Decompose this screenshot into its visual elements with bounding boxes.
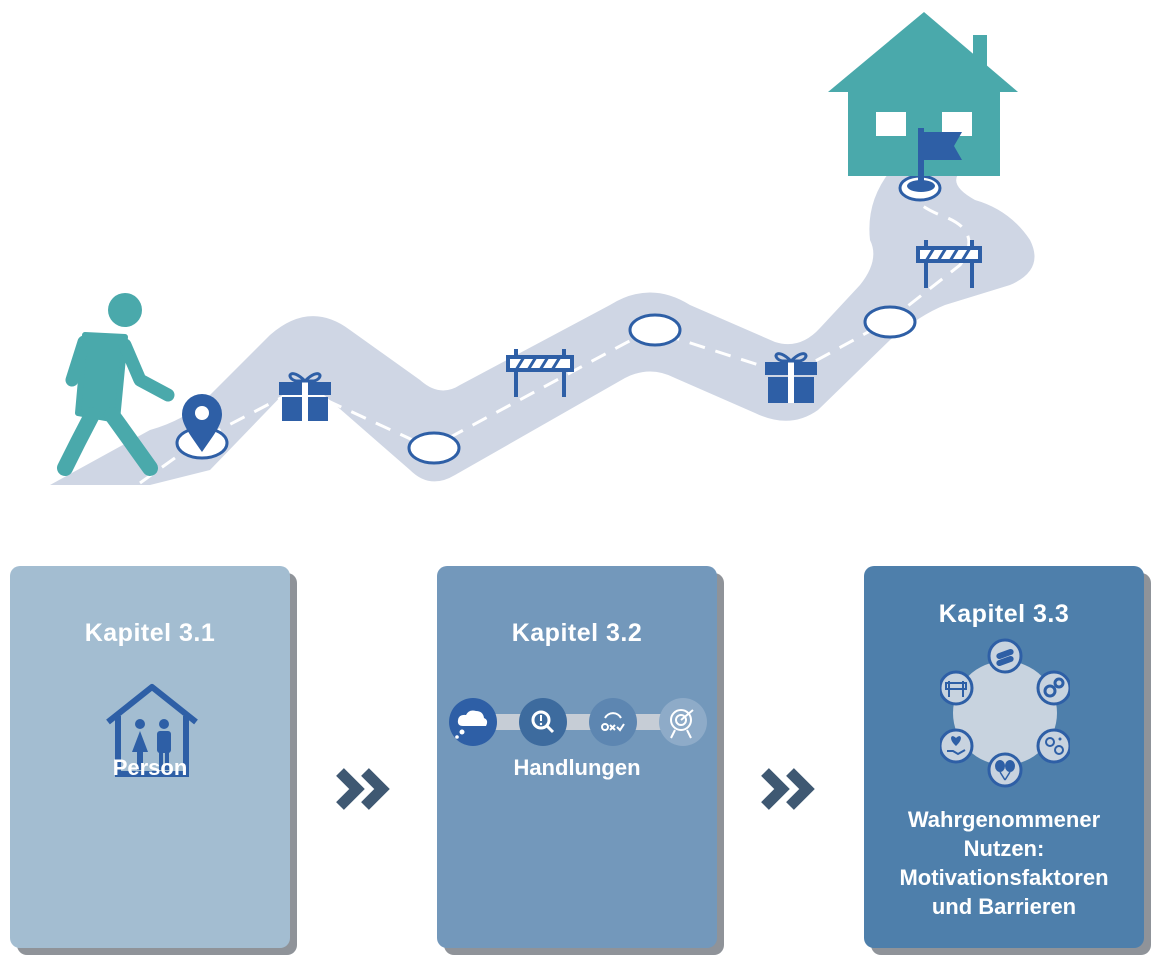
walking-person-icon [57,293,175,476]
card-title: Kapitel 3.2 [511,619,643,647]
chapter-card-3-3: Kapitel 3.3 [864,566,1144,948]
chevron-double-right-icon [336,768,390,810]
road-centre-line [139,186,971,485]
chapter-card-3-2: Kapitel 3.2 Ha [437,566,717,948]
people-network-icon [1036,728,1070,764]
heart-hand-icon [940,728,974,764]
barrier-icon [506,349,574,397]
card-label: Person [112,755,188,780]
barrier-icon [916,240,982,288]
factors-circle-diagram [940,638,1070,788]
road [50,160,1035,485]
chapter-card-3-1: Kapitel 3.1 Person [10,566,290,948]
house-icon [828,12,1018,176]
chevron-double-right-icon [761,768,815,810]
card-label: Handlungen [513,755,641,780]
card-label-line: Wahrgenommener [907,807,1101,832]
gift-icon [765,352,817,403]
card-title: Kapitel 3.1 [84,619,216,647]
gears-icon [1036,670,1070,706]
gift-icon [279,372,331,421]
card-label-line: und Barrieren [931,894,1077,919]
card-label-line: Nutzen: [963,836,1045,861]
waypoint [407,431,461,465]
card-label: Wahrgenommener Nutzen: Motivationsfaktor… [864,805,1144,921]
magnifier-icon [519,698,567,746]
family-house-icon [106,684,198,777]
decision-icon [589,698,637,746]
barrier-icon [940,670,974,706]
waypoint [863,305,917,339]
pills-icon [987,638,1023,674]
thought-cloud-icon [449,698,497,746]
card-title: Kapitel 3.3 [938,600,1070,628]
balloons-icon [987,752,1023,788]
action-steps-diagram [449,698,707,746]
target-icon [659,698,707,746]
flag-icon [907,128,962,192]
card-label-line: Motivationsfaktoren [899,865,1109,890]
waypoint [628,313,682,347]
location-pin-icon [182,394,222,452]
